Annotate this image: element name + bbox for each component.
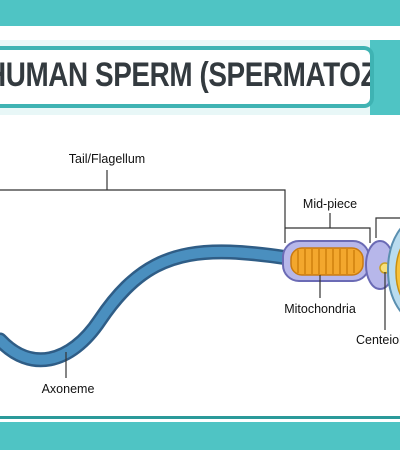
mitochondria-label: Mitochondria [284,302,356,316]
nucleus [395,248,400,296]
bottom-band [0,422,400,450]
banner-ribbon-tip [370,40,400,115]
mitochondria-coil [290,247,364,276]
tail-label: Tail/Flagellum [69,152,145,166]
page-title: HUMAN SPERM (SPERMATOZOA) [0,56,370,94]
sperm-head [387,227,400,313]
leader-lines [0,170,400,378]
midpiece-label: Mid-piece [303,197,357,211]
axoneme-label: Axoneme [42,382,95,396]
tail-flagellum-fill [0,246,293,365]
title-banner: HUMAN SPERM (SPERMATOZOA) [0,46,374,108]
bottom-divider [0,416,400,419]
centriole-label: Centeiole [356,333,400,347]
top-band [0,0,400,26]
